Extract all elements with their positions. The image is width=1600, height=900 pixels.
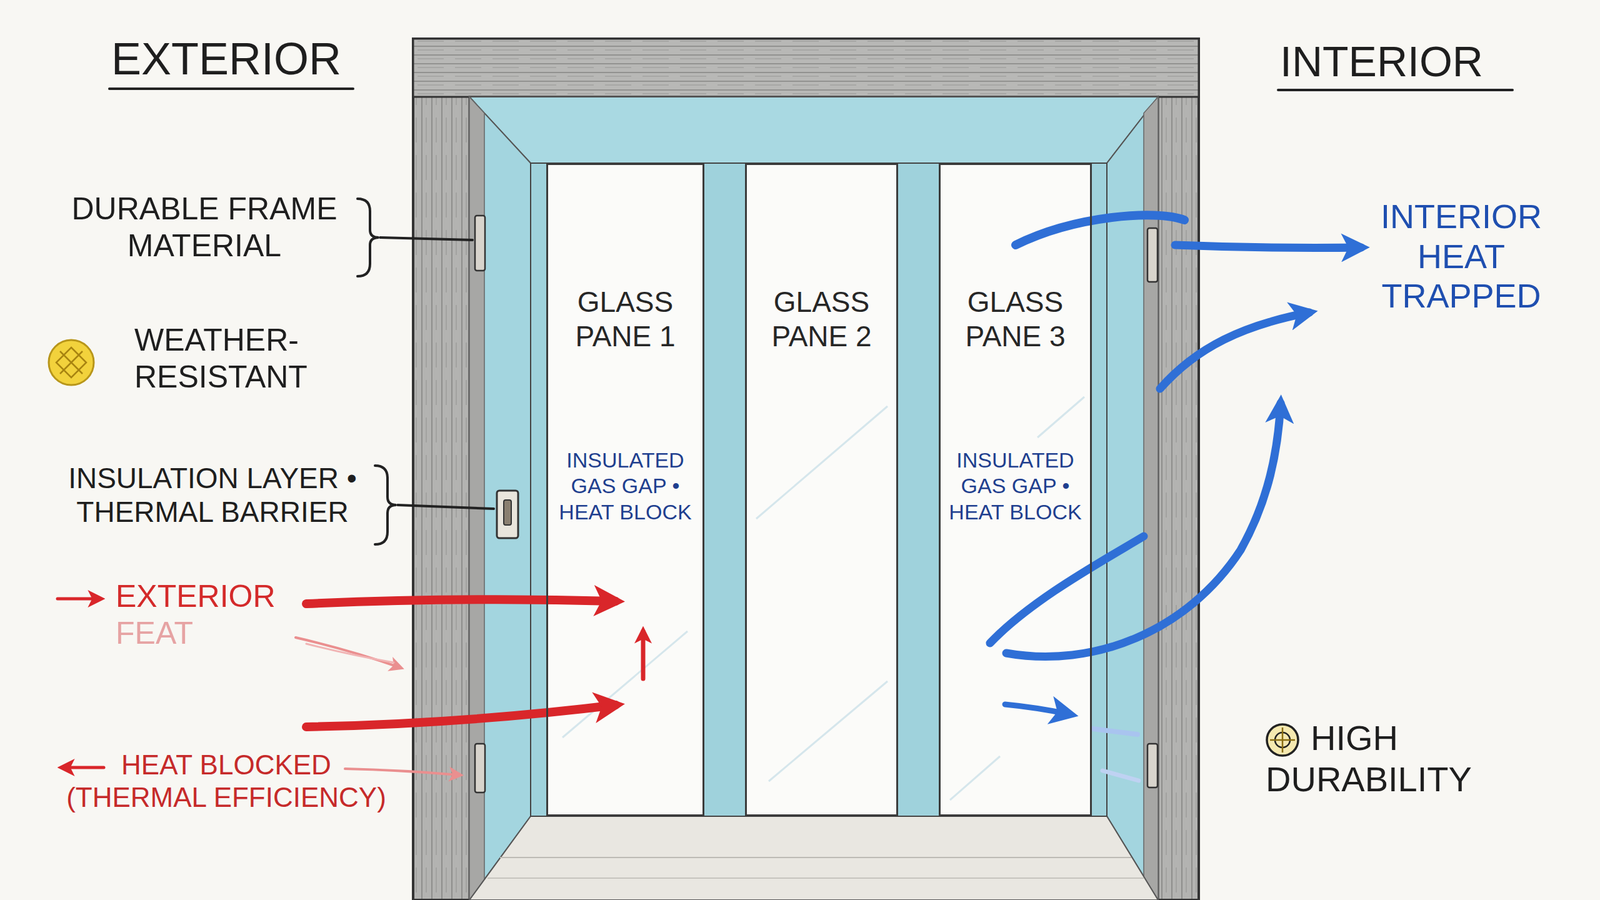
glass-pane: GLASS PANE 3 INSULATED GAS GAP • HEAT BLO…	[938, 163, 1092, 817]
small-arrow	[57, 597, 100, 601]
faint-arrow	[345, 768, 460, 775]
brackets	[357, 198, 494, 545]
hinge	[1147, 743, 1158, 788]
leader-line	[397, 505, 494, 509]
bracket	[357, 198, 379, 277]
label-holder: INTERIOR	[1280, 36, 1530, 87]
small-arrow	[62, 766, 104, 770]
glass-pane: GLASS PANE 1 INSULATED GAS GAP • HEAT BLO…	[546, 163, 705, 817]
heat-label: INTERIOR HEAT TRAPPED	[1367, 196, 1555, 317]
icon-mark	[56, 347, 87, 378]
icon-cross	[1270, 727, 1295, 753]
hinge	[475, 743, 485, 793]
glass-reflection	[562, 631, 688, 738]
faint-stroke	[306, 643, 394, 663]
left-jamb	[469, 96, 485, 900]
glass-reflection	[756, 406, 888, 519]
heat-arrow	[1005, 704, 1070, 715]
feature-label: HIGH DURABILITY	[1265, 717, 1504, 800]
durability-icon	[1266, 724, 1299, 756]
glass-reflection	[950, 756, 1000, 800]
pane-glass	[546, 163, 1092, 817]
label-holder: WEATHER-RESISTANT	[134, 321, 335, 396]
glass-reflection	[1037, 396, 1085, 438]
heat-arrow	[1175, 245, 1362, 249]
sill-line	[500, 856, 1132, 859]
sill	[469, 816, 1159, 900]
glass-reflection	[768, 681, 888, 782]
bracket	[375, 465, 397, 545]
frame-opening	[469, 96, 1159, 900]
pane-heading: GLASS PANE 3	[944, 285, 1087, 354]
handle-grip	[503, 500, 512, 525]
part-label: DURABLE FRAME MATERIAL	[60, 190, 349, 265]
faint-stroke	[1092, 728, 1138, 735]
side-heading: INTERIOR	[1280, 36, 1530, 87]
heading-underline	[1278, 88, 1513, 92]
label-holder: DURABLE FRAME MATERIAL	[60, 190, 349, 265]
label-holder: EXTERIOR FEAT	[115, 578, 291, 652]
faint-arrow	[295, 637, 400, 668]
label-holder: HEAT BLOCKED (THERMAL EFFICIENCY)	[60, 748, 392, 814]
sill-line	[487, 877, 1144, 879]
leader-line	[380, 237, 473, 240]
hinge	[475, 215, 485, 271]
heat-swoosh	[1015, 215, 1185, 245]
icon-disc	[48, 340, 94, 385]
heat-arrow	[1006, 403, 1281, 657]
label-holder: HIGH DURABILITY	[1265, 717, 1504, 800]
glass-fill	[546, 163, 705, 817]
heat-arrow	[641, 631, 646, 679]
pane-heading: GLASS PANE 1	[551, 285, 699, 354]
spacer-bars	[530, 163, 1107, 817]
faint-stroke	[1102, 770, 1139, 781]
feature-label: WEATHER-RESISTANT	[134, 321, 335, 396]
hinge	[1147, 228, 1158, 282]
handle	[496, 490, 519, 539]
top-reveal	[469, 96, 1159, 164]
glass-pane: GLASS PANE 2	[745, 163, 899, 817]
heat-arrow	[306, 705, 616, 727]
icon-disc	[1266, 724, 1299, 756]
weather-icon	[48, 340, 94, 385]
glass-fill	[938, 163, 1092, 817]
heat-label: EXTERIOR FEAT	[115, 578, 291, 652]
left-reveal	[469, 96, 531, 900]
outer-frame	[413, 38, 1199, 900]
label-holder: INTERIOR HEAT TRAPPED	[1367, 196, 1555, 317]
frame-head	[413, 38, 1199, 97]
window-frame	[413, 38, 1199, 900]
pane-note: INSULATED GAS GAP • HEAT BLOCK	[551, 447, 699, 525]
heat-label: HEAT BLOCKED (THERMAL EFFICIENCY)	[60, 748, 392, 814]
heat-arrow	[1160, 312, 1310, 389]
pane-heading: GLASS PANE 2	[750, 285, 893, 354]
pane-note: INSULATED GAS GAP • HEAT BLOCK	[944, 447, 1087, 525]
part-label: INSULATION LAYER • THERMAL BARRIER	[65, 461, 360, 530]
label-holder: EXTERIOR	[111, 32, 374, 86]
heading-underline	[109, 87, 354, 90]
label-holder: INSULATION LAYER • THERMAL BARRIER	[65, 461, 360, 530]
side-heading: EXTERIOR	[111, 32, 374, 86]
heat-swoosh	[990, 536, 1144, 644]
heat-arrow	[306, 599, 616, 604]
glass-fill	[745, 163, 899, 817]
